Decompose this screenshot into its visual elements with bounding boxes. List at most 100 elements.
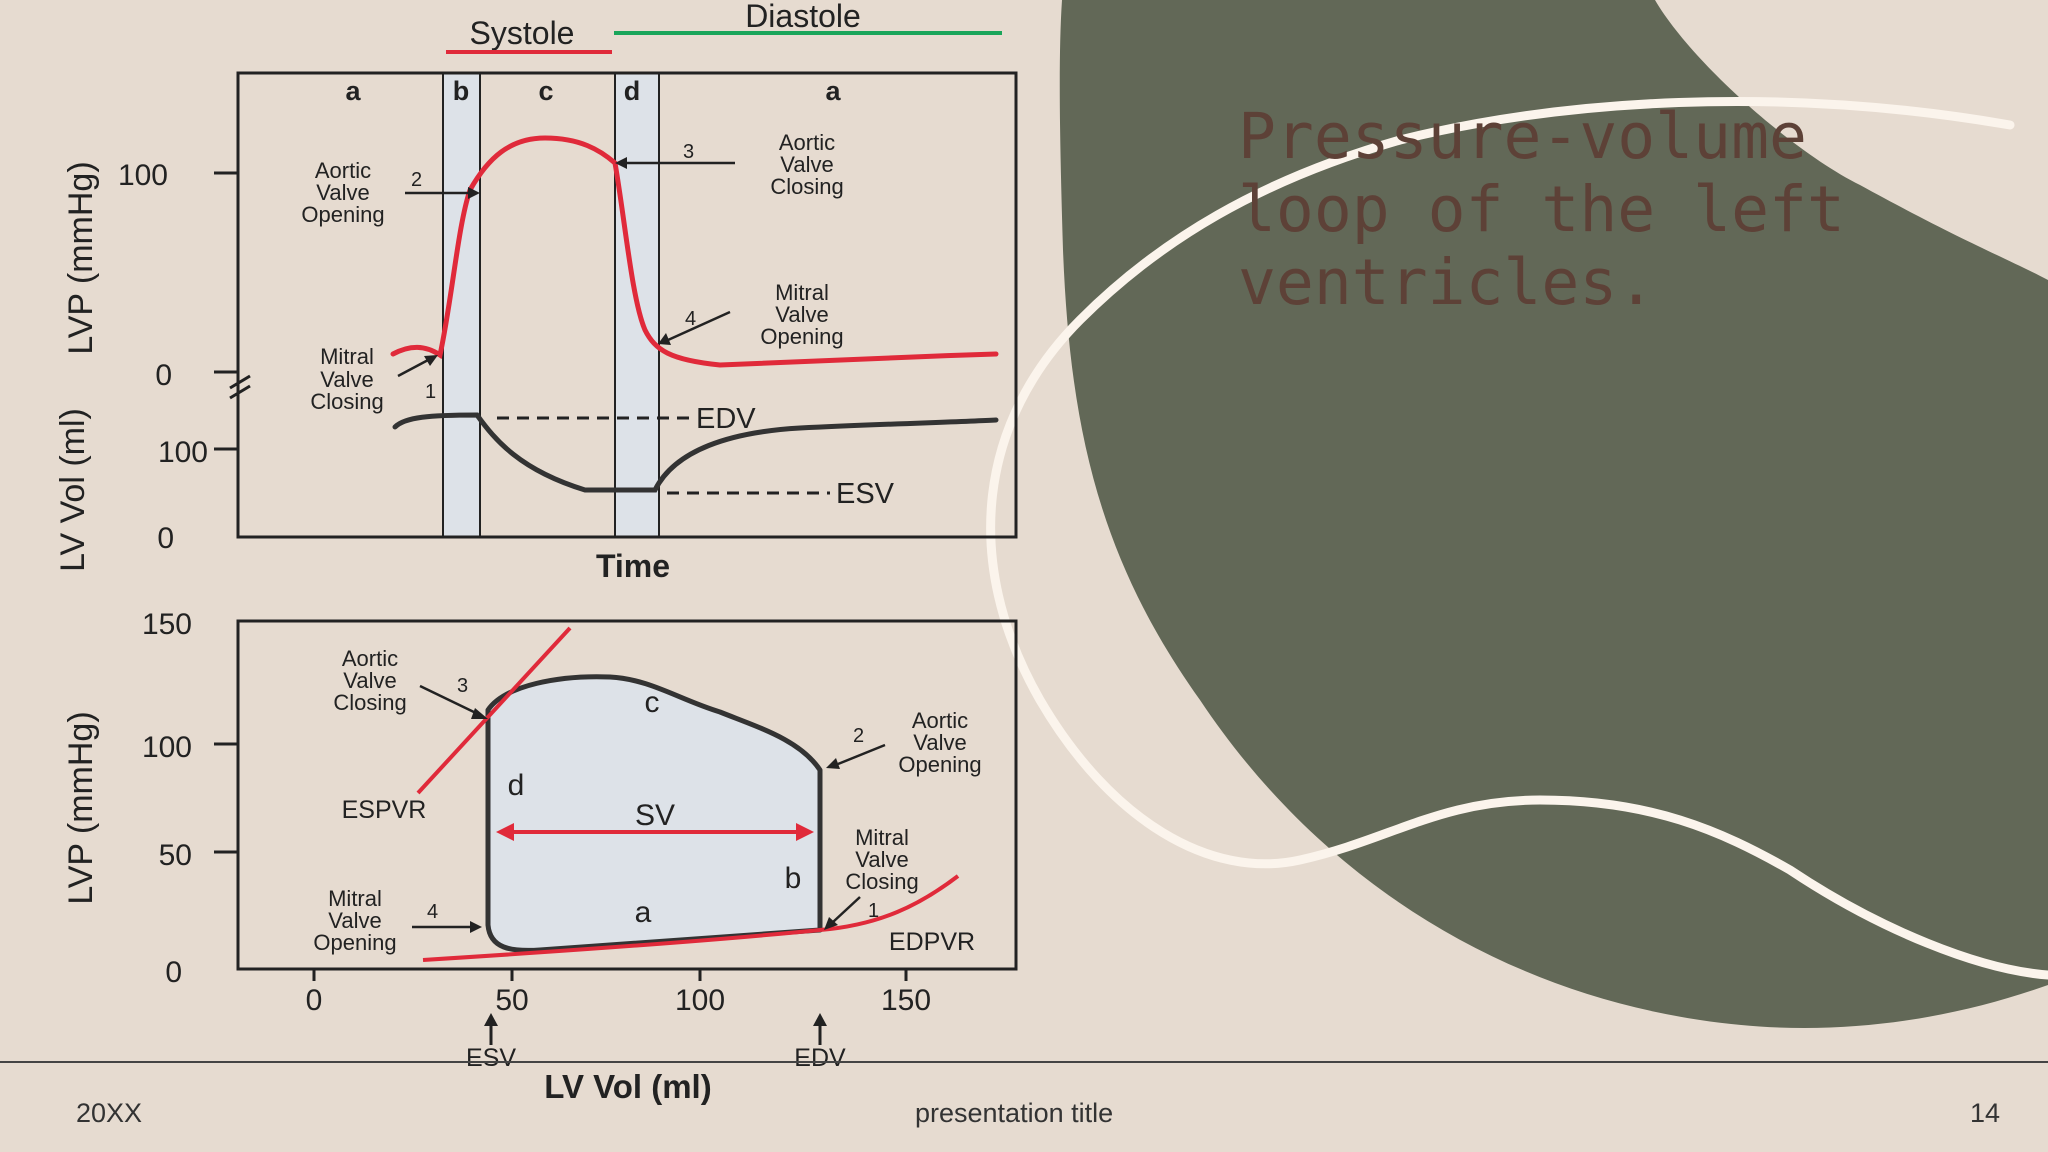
- top-event-3-arrowhead: [615, 157, 627, 169]
- lvp-axis-label-bottom: LVP (mmHg): [62, 711, 100, 904]
- x-tick-50: 50: [495, 984, 528, 1017]
- bottom-event-1-line-2: Valve: [855, 847, 908, 872]
- top-event-2-line-3: Opening: [301, 202, 384, 227]
- bottom-event-4-line-3: Opening: [313, 930, 396, 955]
- loop-phase-c: c: [645, 686, 660, 719]
- bottom-event-2-line-2: Valve: [913, 730, 966, 755]
- phase-label-a2: a: [825, 76, 841, 106]
- bottom-panel-frame: [236, 619, 1018, 971]
- loop-phase-a: a: [635, 896, 652, 929]
- edv-marker-arrowhead: [813, 1013, 827, 1026]
- lvvol-axis-label-top: LV Vol (ml): [54, 408, 92, 572]
- systole-label: Systole: [470, 15, 575, 51]
- axis-break-mark-2: [229, 384, 251, 400]
- bottom-event-2-arrow: [837, 743, 886, 766]
- bottom-event-3-number: 3: [457, 675, 468, 697]
- lv-volume-curve: [392, 412, 999, 493]
- edpvr-curve: [422, 874, 960, 962]
- espvr-line: [416, 626, 572, 795]
- bottom-event-3-line-2: Valve: [343, 668, 396, 693]
- edv-label: EDV: [696, 403, 756, 435]
- bottom-event-1-arrow: [832, 896, 861, 923]
- top-panel: a b c d a LVP (mmHg) LV Vol (ml) 100 0 1…: [54, 71, 1018, 584]
- top-event-1-line-3: Closing: [310, 389, 383, 414]
- top-event-3-number: 3: [683, 141, 694, 163]
- top-event-4-arrowhead: [658, 333, 671, 345]
- top-event-3-line-3: Closing: [770, 174, 843, 199]
- esv-label: ESV: [836, 478, 895, 510]
- time-axis-label: Time: [596, 548, 670, 584]
- top-event-4-number: 4: [685, 308, 696, 330]
- green-blob-shape: [1059, 0, 2048, 1028]
- volume-tick-100: 100: [158, 436, 208, 469]
- x-tick-100: 100: [675, 984, 725, 1017]
- top-event-2-line-1: Aortic: [315, 158, 371, 183]
- top-event-1-arrowhead: [424, 355, 438, 366]
- pressure-tick-100: 100: [118, 159, 168, 192]
- bottom-event-4-line-2: Valve: [328, 908, 381, 933]
- bottom-event-1-line-3: Closing: [845, 869, 918, 894]
- phase-label-b: b: [453, 76, 470, 106]
- bottom-event-3-line-1: Aortic: [342, 646, 398, 671]
- y-tick-50: 50: [159, 839, 192, 872]
- esv-marker-arrowhead: [484, 1013, 498, 1026]
- sv-label: SV: [635, 799, 675, 832]
- footer-slide-number: 14: [1970, 1098, 2001, 1128]
- top-event-1-line-2: Valve: [320, 367, 373, 392]
- y-tick-100: 100: [142, 731, 192, 764]
- y-tick-0: 0: [165, 956, 182, 989]
- phase-label-c: c: [538, 76, 553, 106]
- lvvol-axis-label-bottom: LV Vol (ml): [544, 1068, 711, 1105]
- lvp-axis-label-top: LVP (mmHg): [62, 161, 100, 354]
- bottom-event-2-arrowhead: [826, 758, 840, 769]
- bottom-event-3-arrow: [419, 684, 479, 716]
- top-event-4-line-1: Mitral: [775, 280, 829, 305]
- top-event-3-line-1: Aortic: [779, 130, 835, 155]
- lv-pressure-curve: [390, 135, 999, 368]
- volume-tick-0: 0: [157, 522, 174, 555]
- top-event-2-number: 2: [411, 169, 422, 191]
- white-swirl-line: [986, 96, 2048, 980]
- y-tick-150: 150: [142, 608, 192, 641]
- top-event-1-line-1: Mitral: [320, 344, 374, 369]
- bottom-event-1-line-1: Mitral: [855, 825, 909, 850]
- bottom-event-1-number: 1: [868, 900, 879, 922]
- phase-label-a1: a: [345, 76, 361, 106]
- top-event-1-arrow: [397, 357, 431, 378]
- x-tick-0: 0: [306, 984, 323, 1017]
- edv-marker-label: EDV: [794, 1044, 846, 1072]
- top-event-2-line-2: Valve: [316, 180, 369, 205]
- espvr-label: ESPVR: [342, 796, 427, 824]
- pv-loop: [485, 674, 823, 953]
- top-event-3-line-2: Valve: [780, 152, 833, 177]
- loop-phase-d: d: [508, 769, 525, 802]
- loop-phase-b: b: [785, 862, 802, 895]
- bottom-event-1-arrowhead: [824, 917, 838, 930]
- top-panel-frame: [236, 71, 1018, 539]
- slide-title: Pressure-volume loop of the left ventric…: [1238, 100, 1845, 319]
- diastole-label: Diastole: [745, 0, 861, 34]
- bottom-panel: LVP (mmHg) 150 100 50 0 0 50 100 150: [62, 608, 1018, 1105]
- pressure-volume-figure: Systole Diastole a b c d a LVP (mmHg) LV…: [54, 0, 1018, 1105]
- pressure-tick-0: 0: [155, 359, 172, 392]
- bottom-event-2-line-3: Opening: [898, 752, 981, 777]
- x-tick-150: 150: [881, 984, 931, 1017]
- bottom-event-4-number: 4: [427, 901, 438, 923]
- top-event-4-line-2: Valve: [775, 302, 828, 327]
- phase-label-d: d: [624, 76, 641, 106]
- sv-arrowhead-right: [796, 823, 814, 841]
- bottom-event-4-arrowhead: [470, 921, 482, 933]
- bottom-event-3-arrowhead: [471, 708, 488, 719]
- sv-arrowhead-left: [496, 823, 514, 841]
- top-event-4-arrow: [667, 310, 731, 342]
- footer-divider: [0, 1061, 2048, 1063]
- top-event-1-number: 1: [425, 381, 436, 403]
- bottom-event-2-number: 2: [853, 725, 864, 747]
- axis-break-mark-1: [229, 374, 251, 390]
- edpvr-label: EDPVR: [889, 928, 975, 956]
- top-event-4-line-3: Opening: [760, 324, 843, 349]
- bottom-event-2-line-1: Aortic: [912, 708, 968, 733]
- footer-presentation-title: presentation title: [915, 1098, 1114, 1128]
